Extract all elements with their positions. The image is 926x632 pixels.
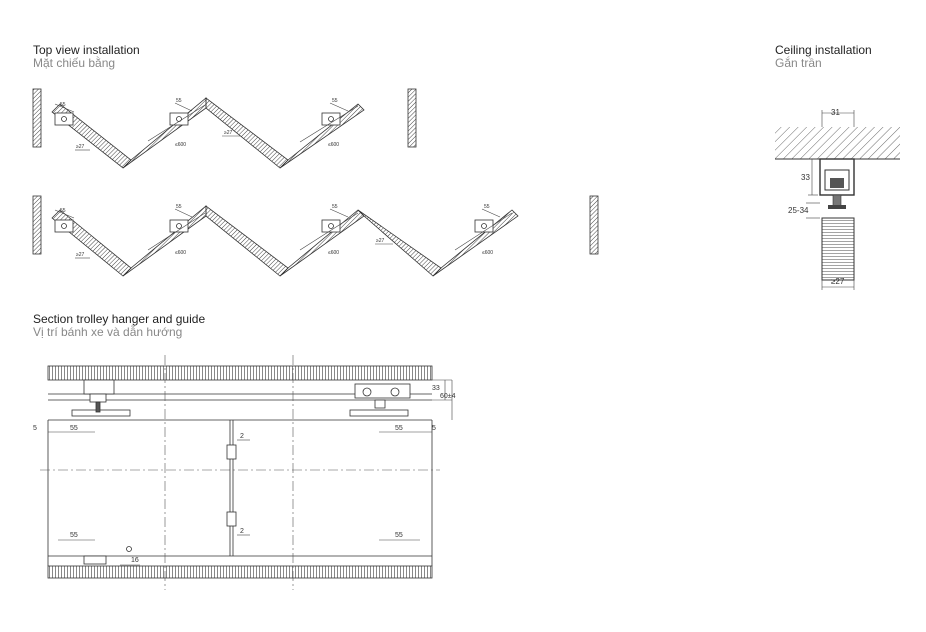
trolley-hangers (54, 219, 494, 233)
dim-25-34-label: 25-34 (788, 206, 809, 215)
dim-55-label: 55 (484, 204, 490, 210)
top-track (47, 365, 433, 381)
dim-55-label: 55 (70, 425, 78, 432)
dim-27-label: ≥27 (376, 238, 385, 244)
dim-5-label: 5 (432, 425, 436, 432)
dim-33-label: 33 (432, 385, 440, 392)
dim-600-label: ≤600 (482, 250, 493, 256)
dim-55-label: 55 (60, 208, 66, 214)
dim-55-label: 55 (70, 532, 78, 539)
door-panel (821, 217, 855, 281)
ceiling-title: Ceiling installation (775, 43, 872, 57)
dim-27-label: ≥27 (76, 144, 85, 150)
dim-27-label: ≥27 (831, 277, 845, 286)
dim-55-label: 55 (395, 425, 403, 432)
dim-60-label: 60±4 (440, 393, 456, 400)
right-wall (589, 195, 599, 255)
left-trolley (71, 379, 131, 417)
dim-27-label: ≥27 (224, 130, 233, 136)
dim-600-label: ≤600 (175, 250, 186, 256)
dim-2-label: 2 (240, 433, 244, 440)
right-trolley (349, 383, 411, 417)
track-profile (819, 158, 855, 196)
dim-600-label: ≤600 (328, 250, 339, 256)
section-subtitle: Vị trí bánh xe và dẫn hướng (33, 325, 183, 339)
center-hinge (226, 420, 237, 556)
top-view-row-2: 55 55 55 55 ≤600 ≤600 ≤600 ≥27 ≥27 (32, 195, 599, 277)
section-title: Section trolley hanger and guide (33, 312, 206, 326)
section-detail: 55 55 55 55 5 5 2 2 16 33 60±4 (33, 355, 456, 590)
trolley-hangers (54, 112, 341, 126)
zigzag-panels (51, 205, 519, 277)
bottom-track (47, 565, 433, 579)
top-view-subtitle: Mặt chiếu bằng (33, 56, 116, 70)
dim-55-label: 55 (395, 532, 403, 539)
dimension-lines (54, 208, 513, 259)
top-view-row-1: 55 55 55 ≤600 ≤600 ≥27 ≥27 (32, 88, 417, 169)
dim-55-label: 55 (60, 102, 66, 108)
right-wall (407, 88, 417, 148)
dim-600-label: ≤600 (175, 142, 186, 148)
dim-16-label: 16 (131, 557, 139, 564)
dim-31-label: 31 (831, 108, 840, 117)
left-wall (32, 88, 42, 148)
section-dimension-lines (48, 379, 453, 566)
dim-55-label: 55 (332, 204, 338, 210)
top-view-title: Top view installation (33, 43, 140, 57)
dim-5-label: 5 (33, 425, 37, 432)
bottom-guide (83, 546, 132, 565)
dim-33-label: 33 (801, 173, 810, 182)
dimension-labels: 55 55 55 55 ≤600 ≤600 ≤600 ≥27 ≥27 (60, 204, 493, 258)
dim-2-label: 2 (240, 528, 244, 535)
ceiling-subtitle: Gắn trần (775, 56, 822, 70)
dimension-lines (54, 102, 359, 151)
dim-55-label: 55 (176, 98, 182, 104)
dim-600-label: ≤600 (328, 142, 339, 148)
dim-27-label: ≥27 (76, 252, 85, 258)
dim-55-label: 55 (176, 204, 182, 210)
dimension-labels: 55 55 55 ≤600 ≤600 ≥27 ≥27 (60, 98, 339, 150)
ceiling-detail: 31 33 25-34 ≥27 (775, 108, 900, 290)
ceiling-slab (775, 127, 900, 159)
section-dimension-labels: 55 55 55 55 5 5 2 2 16 33 60±4 (33, 385, 456, 564)
left-wall (32, 195, 42, 255)
zigzag-panels (51, 97, 365, 169)
top-view-heading: Top view installation Mặt chiếu bằng (33, 44, 140, 70)
ceiling-heading: Ceiling installation Gắn trần (775, 44, 872, 70)
section-heading: Section trolley hanger and guide Vị trí … (33, 313, 205, 339)
dim-55-label: 55 (332, 98, 338, 104)
